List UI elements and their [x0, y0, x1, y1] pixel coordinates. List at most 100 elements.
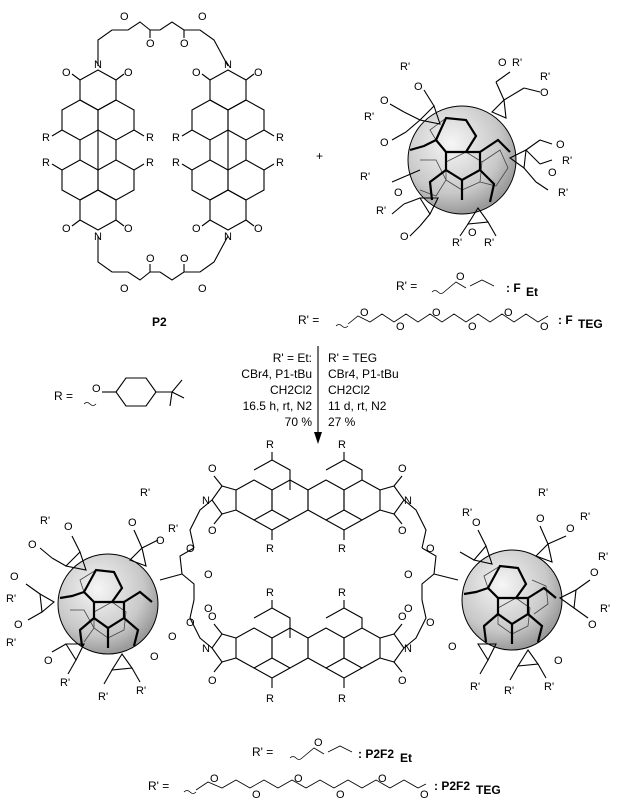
- product-atom-labels: R R O O N N O O R R O O O O O O R R O O …: [6, 439, 610, 705]
- svg-text:CBr4, P1-tBu: CBr4, P1-tBu: [241, 367, 312, 381]
- svg-text:O: O: [398, 675, 407, 687]
- svg-text:R': R': [580, 511, 590, 523]
- svg-text:R' = TEG: R' = TEG: [328, 351, 377, 365]
- svg-text:R: R: [42, 157, 50, 169]
- svg-text:R: R: [338, 439, 346, 451]
- svg-text:O: O: [472, 517, 481, 529]
- svg-text:O: O: [414, 81, 423, 93]
- svg-text:: F: : F: [506, 281, 521, 295]
- svg-text:O: O: [378, 773, 387, 785]
- svg-text:27 %: 27 %: [328, 415, 356, 429]
- svg-text:R': R': [470, 681, 480, 693]
- svg-text:R': R': [360, 171, 370, 183]
- svg-text:R': R': [600, 603, 610, 615]
- svg-text:R: R: [172, 132, 180, 144]
- svg-text:R': R': [140, 487, 150, 499]
- fullerene-f-labels: O R' O R' O R' O R' O R' O R' O R' O R' …: [360, 57, 572, 249]
- svg-text:R =: R =: [54, 389, 73, 403]
- svg-text:N: N: [224, 231, 232, 243]
- svg-text:R': R': [364, 111, 374, 123]
- svg-text:O: O: [498, 57, 507, 69]
- svg-text:O: O: [540, 87, 549, 99]
- product-structure: [25, 452, 591, 688]
- svg-text:O: O: [360, 307, 369, 319]
- svg-text:R': R': [6, 593, 16, 605]
- svg-text:R: R: [338, 587, 346, 599]
- svg-text:O: O: [380, 95, 389, 107]
- svg-text:R': R': [484, 237, 494, 249]
- svg-text:O: O: [426, 617, 435, 629]
- svg-text:O: O: [120, 283, 129, 295]
- svg-text:R': R': [376, 205, 386, 217]
- svg-text:O: O: [124, 223, 133, 235]
- svg-text:O: O: [186, 543, 195, 555]
- svg-text:O: O: [128, 517, 137, 529]
- svg-text:O: O: [64, 521, 73, 533]
- svg-text:O: O: [28, 539, 37, 551]
- svg-text:O: O: [208, 675, 217, 687]
- svg-text:O: O: [186, 617, 195, 629]
- product-et-definition: R' = O : P2F2 Et: [252, 737, 412, 765]
- svg-text:O: O: [168, 631, 177, 643]
- r-substituent-definition: R = O: [54, 377, 185, 407]
- svg-text:O: O: [448, 641, 457, 653]
- svg-text:R' =: R' =: [298, 313, 319, 327]
- svg-text:O: O: [294, 773, 303, 785]
- svg-text:O: O: [254, 67, 263, 79]
- svg-text:R': R': [452, 237, 462, 249]
- svg-text:O: O: [540, 321, 549, 333]
- svg-text:O: O: [404, 569, 413, 581]
- svg-text:O: O: [398, 611, 407, 623]
- svg-text:R': R': [538, 487, 548, 499]
- svg-text:O: O: [432, 307, 441, 319]
- svg-text:O: O: [396, 321, 405, 333]
- svg-text:O: O: [146, 253, 155, 265]
- svg-text:O: O: [146, 38, 155, 50]
- svg-text:O: O: [548, 167, 557, 179]
- svg-text:O: O: [398, 525, 407, 537]
- svg-text:O: O: [468, 321, 477, 333]
- svg-text:O: O: [10, 571, 19, 583]
- svg-text:R': R': [598, 551, 608, 563]
- svg-text:N: N: [404, 495, 412, 507]
- svg-text:R: R: [146, 132, 154, 144]
- svg-text:CBr4, P1-tBu: CBr4, P1-tBu: [328, 367, 399, 381]
- svg-text:N: N: [404, 643, 412, 655]
- svg-text:R': R': [400, 61, 410, 73]
- svg-text:O: O: [254, 223, 263, 235]
- svg-text:11 d, rt, N2: 11 d, rt, N2: [328, 399, 387, 413]
- svg-text:O: O: [314, 737, 323, 749]
- svg-text:O: O: [588, 619, 597, 631]
- svg-text:R': R': [544, 681, 554, 693]
- svg-text:R' =: R' =: [396, 279, 417, 293]
- svg-text:R': R': [136, 685, 146, 697]
- svg-text:O: O: [198, 283, 207, 295]
- svg-text:O: O: [590, 567, 599, 579]
- svg-text:16.5 h, rt, N2: 16.5 h, rt, N2: [243, 399, 313, 413]
- svg-text:R: R: [338, 543, 346, 555]
- svg-text:CH2Cl2: CH2Cl2: [270, 383, 312, 397]
- svg-text:O: O: [198, 11, 207, 23]
- fullerene-f-structure: [389, 71, 553, 237]
- svg-text:O: O: [204, 569, 213, 581]
- svg-text:O: O: [208, 463, 217, 475]
- svg-text:R: R: [42, 132, 50, 144]
- conditions-left: R' = Et: CBr4, P1-tBu CH2Cl2 16.5 h, rt,…: [241, 351, 312, 429]
- svg-text:N: N: [202, 495, 210, 507]
- svg-text:Et: Et: [526, 285, 538, 299]
- svg-text:R': R': [60, 677, 70, 689]
- svg-text:O: O: [192, 67, 201, 79]
- svg-text:R': R': [504, 685, 514, 697]
- f-teg-definition: R' = O O O O O O : F TEG: [298, 307, 603, 333]
- svg-text:Et: Et: [400, 751, 412, 765]
- svg-text:R': R': [462, 507, 472, 519]
- svg-text:R': R': [562, 155, 572, 167]
- svg-text:O: O: [150, 651, 159, 663]
- svg-text:O: O: [204, 603, 213, 615]
- svg-text:: P2F2: : P2F2: [358, 747, 394, 761]
- svg-text:O: O: [92, 383, 101, 395]
- svg-text:O: O: [504, 307, 513, 319]
- svg-text:O: O: [456, 271, 465, 283]
- svg-text:O: O: [554, 655, 563, 667]
- svg-text:O: O: [124, 67, 133, 79]
